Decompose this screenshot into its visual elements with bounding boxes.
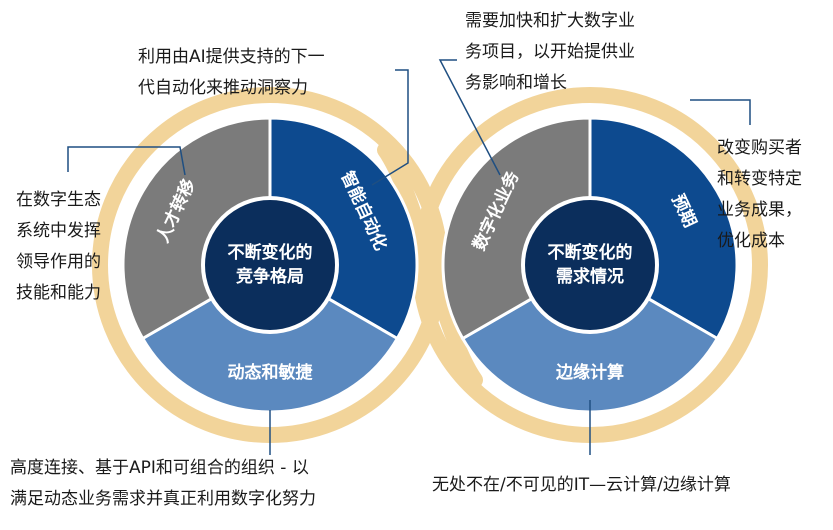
right-wheel-center-disc [525,200,655,330]
callout-lines [67,59,751,455]
left-wheel-center-label-line-2: 竞争格局 [236,266,304,287]
callout-line-top-right [438,59,501,176]
right-wheel-segment-label-2: 边缘计算 [555,362,624,383]
right-wheel-center-label-line-2: 需求情况 [556,266,624,287]
right-wheel-center-label-line-1: 不断变化的 [548,242,633,263]
right-wheel: 预期边缘计算数字化业务不断变化的需求情况 [441,116,739,414]
left-wheel-segment-label-2: 动态和敏捷 [228,362,314,383]
callout-line-left [67,146,186,176]
left-wheel-center-disc [205,200,335,330]
note-top-left: 利用由AI提供支持的下一 代自动化来推动洞察力 [138,47,325,98]
ring-crossover [377,142,483,388]
note-bottom-left: 高度连接、基于API和可组合的组织 - 以 满足动态业务需求并真正利用数字化努力 [10,458,316,509]
note-right: 改变购买者 和转变特定 业务成果， 优化成本 [717,138,802,251]
note-bottom-right: 无处不在/不可见的IT—云计算/边缘计算 [432,475,731,495]
note-left: 在数字生态 系统中发挥 领导作用的 技能和能力 [16,190,101,303]
note-top-right: 需要加快和扩大数字业 务项目，以开始提供业 务影响和增长 [465,11,635,93]
callout-line-right [690,99,751,125]
callout-line-top-left [371,69,409,186]
left-wheel-center-label-line-1: 不断变化的 [228,242,313,263]
